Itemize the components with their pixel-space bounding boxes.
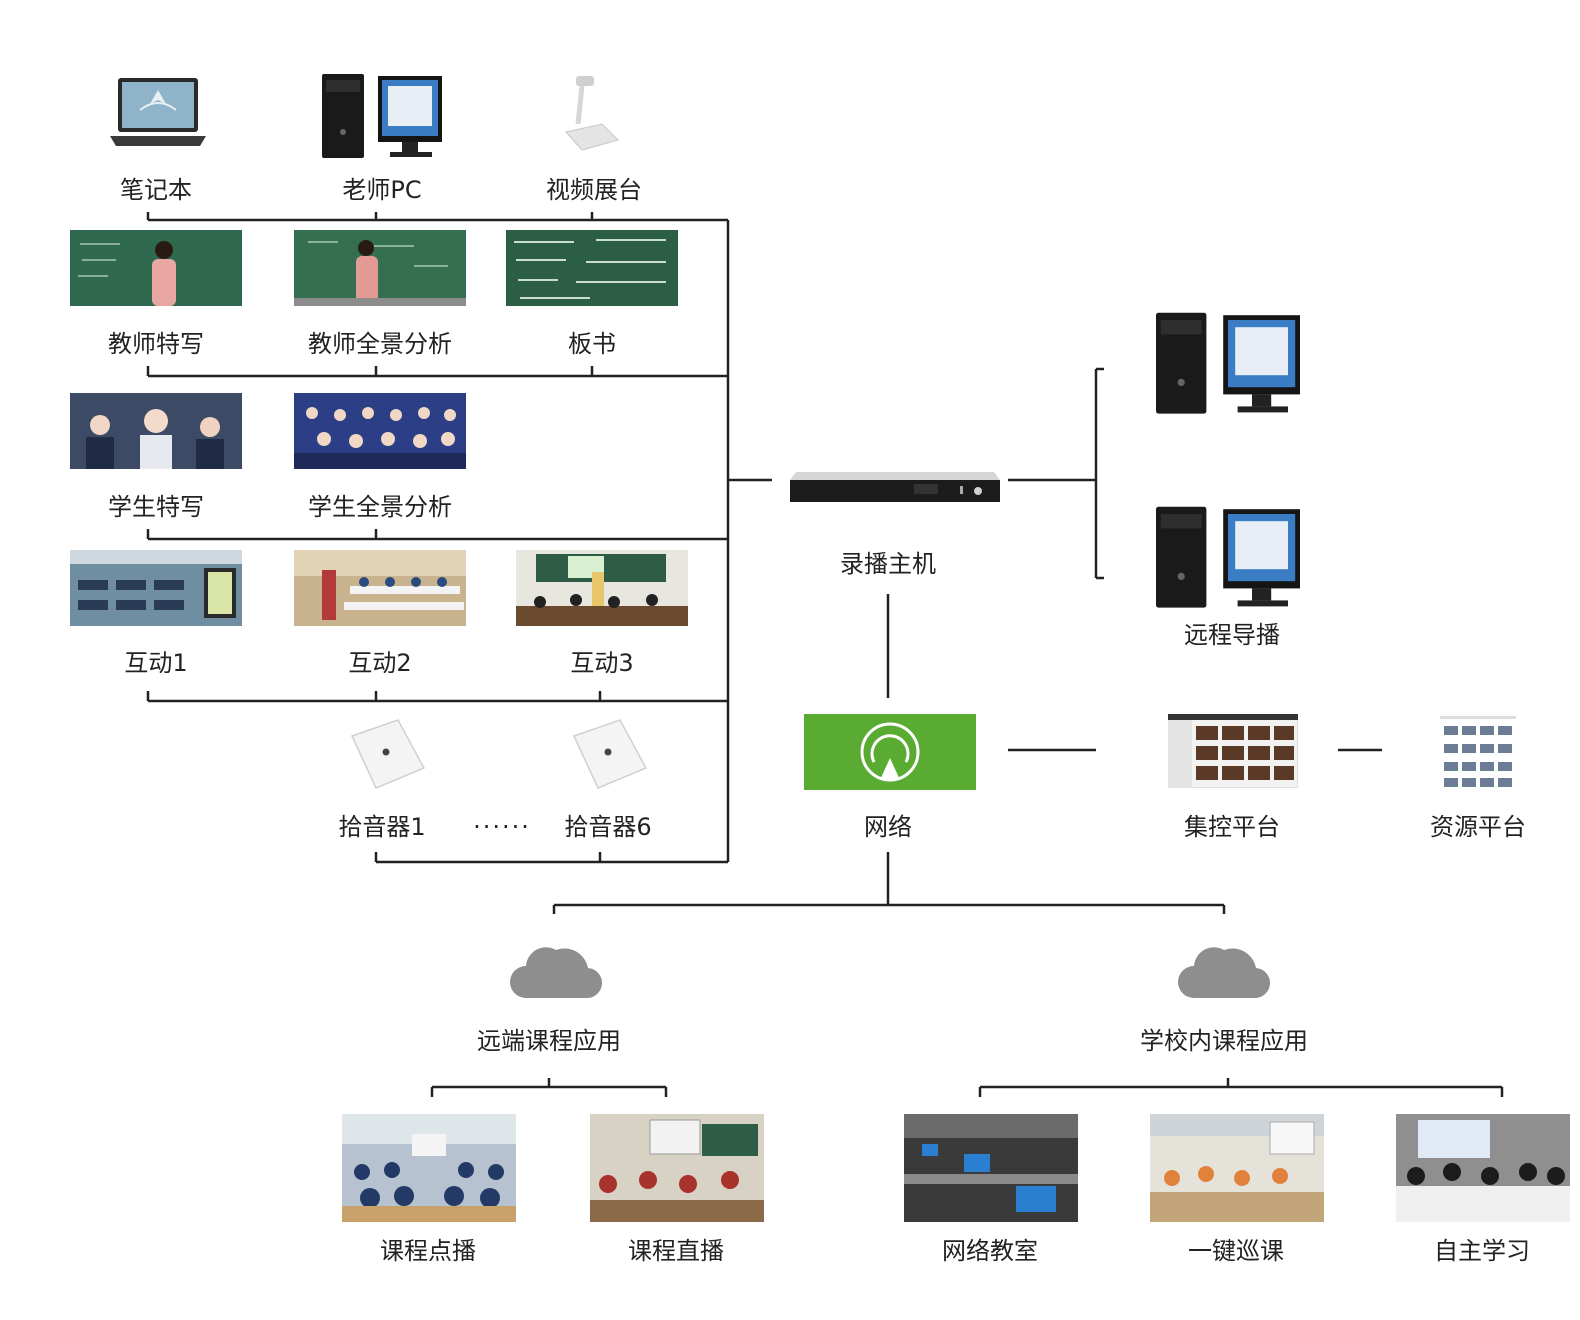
desktop-pc-icon (322, 70, 442, 160)
teacher-closeup-label: 教师特写 (108, 330, 204, 358)
interaction-2-thumbnail (294, 550, 466, 626)
student-panorama-label: 学生全景分析 (308, 493, 452, 521)
central-control-screen (1167, 713, 1299, 789)
desktop-pc-icon (1156, 502, 1300, 610)
course-live-thumbnail (590, 1114, 764, 1222)
remote-director-label: 远程导播 (1184, 621, 1280, 649)
student-closeup-label: 学生特写 (108, 493, 204, 521)
resource-platform-label: 资源平台 (1430, 813, 1526, 841)
course-on-demand-label: 课程点播 (380, 1237, 476, 1265)
network-label: 网络 (864, 813, 912, 841)
ceiling-microphone-icon (346, 716, 430, 792)
interaction-1-label: 互动1 (124, 649, 188, 677)
one-click-patrol-label: 一键巡课 (1188, 1237, 1284, 1265)
network-wireless-icon (804, 714, 976, 790)
device-label-teacher-pc: 老师PC (342, 176, 422, 204)
document-camera-icon (562, 74, 622, 154)
teacher-closeup-thumbnail (70, 230, 242, 306)
one-click-patrol-thumbnail (1150, 1114, 1324, 1222)
microphone-1-label: 拾音器1 (338, 813, 426, 841)
interaction-2-label: 互动2 (348, 649, 412, 677)
course-on-demand-thumbnail (342, 1114, 516, 1222)
cloud-icon (508, 938, 603, 1000)
self-study-thumbnail (1396, 1114, 1570, 1222)
remote-course-apps-label: 远端课程应用 (477, 1027, 621, 1055)
teacher-panorama-thumbnail (294, 230, 466, 306)
interaction-3-thumbnail (516, 550, 688, 626)
device-label-laptop: 笔记本 (120, 176, 192, 204)
device-label-document-camera: 视频展台 (546, 176, 642, 204)
interaction-3-label: 互动3 (570, 649, 634, 677)
teacher-panorama-label: 教师全景分析 (308, 330, 452, 358)
self-study-label: 自主学习 (1434, 1237, 1530, 1265)
cloud-icon (1176, 938, 1271, 1000)
network-classroom-thumbnail (904, 1114, 1078, 1222)
interaction-1-thumbnail (70, 550, 242, 626)
laptop-icon (110, 76, 206, 148)
blackboard-label: 板书 (568, 330, 616, 358)
recording-host-label: 录播主机 (840, 550, 936, 578)
network-classroom-label: 网络教室 (942, 1237, 1038, 1265)
resource-platform-screen (1440, 710, 1516, 790)
microphone-ellipsis: ······ (473, 813, 531, 841)
central-control-label: 集控平台 (1184, 813, 1280, 841)
student-panorama-thumbnail (294, 393, 466, 469)
microphone-6-label: 拾音器6 (564, 813, 652, 841)
blackboard-writing-thumbnail (506, 230, 678, 306)
recording-host-icon (790, 470, 1000, 504)
student-closeup-thumbnail (70, 393, 242, 469)
course-live-label: 课程直播 (628, 1237, 724, 1265)
desktop-pc-icon (1156, 308, 1300, 416)
campus-course-apps-label: 学校内课程应用 (1140, 1027, 1308, 1055)
ceiling-microphone-icon (568, 716, 652, 792)
